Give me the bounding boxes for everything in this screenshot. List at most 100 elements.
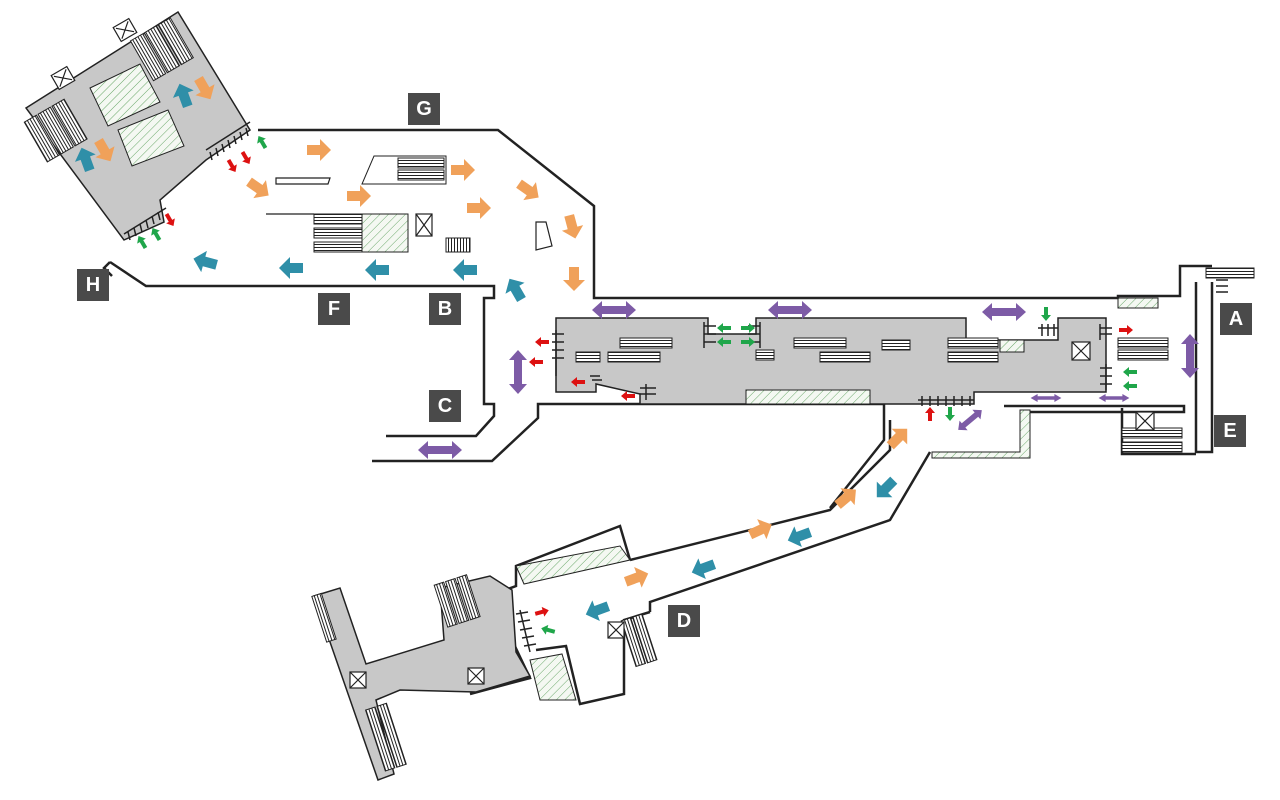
exit-gate-arrow-icon [240,150,251,165]
flow-arrow-icon [886,428,908,450]
turnstile-icon [1099,324,1112,340]
entry-gate-arrow-icon [151,227,162,242]
elevator-icon [1135,411,1155,431]
flow-arrow-icon [74,147,96,173]
exit-gate-arrow-icon [621,391,635,401]
elevator-icon [415,213,433,237]
entry-gate-arrow-icon [257,135,268,150]
flow-arrow-icon [623,566,649,588]
flow-arrow-icon [516,179,539,201]
flow-arrow-icon [585,600,611,622]
corridor-outlines [102,128,1214,706]
exit-h-label: H [77,269,109,301]
exit-g-label: G [408,93,440,125]
turnstile-icon [205,121,251,161]
flow-arrow-icon [246,177,269,199]
entry-gate-arrow-icon [137,235,148,250]
escalator-icon [376,702,407,768]
turnstile-icon [515,609,537,653]
exit-e-label: E [1214,415,1246,447]
flow-arrow-icon [365,259,389,281]
entry-gate-arrow-icon [945,407,955,421]
flow-arrow-icon [561,214,584,239]
flow-arrow-icon [453,259,477,281]
exit-gate-arrow-icon [925,407,935,421]
exit-gate-arrow-icon [529,357,543,367]
exit-d-label: D [668,605,700,637]
turnstile-icon [590,375,602,381]
gate-arrows-green [137,135,1137,635]
flow-arrow-icon [876,476,898,498]
escalator-icon [947,351,999,363]
flow-arrow-icon [194,75,215,100]
entry-gate-arrow-icon [541,624,556,635]
exit-gate-arrow-icon [164,212,175,227]
escalator-icon [456,574,481,621]
escalator-icon [755,349,775,361]
bidirectional-arrow-icon [509,350,527,394]
flow-arrow-icon [505,278,526,303]
escalator-icon [313,213,363,225]
escalator-icon [631,613,658,664]
turnstile-icon [640,384,656,400]
entry-gate-arrow-icon [741,323,755,333]
escalator-icon [313,241,363,253]
lower-platform [313,575,532,781]
turnstile-icon [123,207,167,241]
flow-arrow-icon [279,257,303,279]
ancillary-rooms [89,63,1159,701]
escalator-icon [51,98,88,147]
bidirectional-arrow-icon [1098,393,1130,403]
escalator-icon [313,227,363,239]
escalator-icon [1205,267,1255,279]
escalator-icon [819,351,871,363]
flow-arrow-icon [563,267,585,291]
flow-arrow-icon [451,159,475,181]
escalator-icon [157,17,195,66]
escalator-icon [620,617,647,668]
exit-gate-arrow-icon [226,158,237,173]
escalator-icon [1117,337,1169,349]
escalator-icon [444,577,470,625]
turnstile-icon [918,396,974,406]
exit-gate-arrow-icon [535,337,549,347]
flow-arrows-purple [418,301,1199,459]
bidirectional-arrow-icon [958,409,982,431]
escalators [23,17,1255,772]
bidirectional-arrow-icon [982,303,1026,321]
bidirectional-arrow-icon [768,301,812,319]
escalator-icon [397,157,445,169]
exit-c-label: C [429,390,461,422]
flow-arrows-orange [94,75,908,588]
stairs-icon [445,237,471,253]
elevator-icon [349,671,367,689]
escalator-icon [129,33,167,82]
elevator-icon [467,667,485,685]
escalator-icon [575,351,601,363]
flow-arrow-icon [94,137,115,162]
flow-arrow-icon [691,558,717,580]
flow-arrow-icon [347,185,371,207]
escalator-icon [433,581,458,628]
turnstile-icon [703,322,716,348]
escalator-icon [1117,349,1169,361]
bidirectional-arrow-icon [1030,393,1062,403]
bidirectional-arrow-icon [1181,334,1199,378]
entry-gate-arrow-icon [1041,307,1051,321]
flow-arrow-icon [467,197,491,219]
exit-f-label: F [318,293,350,325]
exit-gate-arrow-icon [534,606,549,617]
flow-arrow-icon [834,488,856,509]
escalator-icon [364,706,396,772]
exit-a-label: A [1220,303,1252,335]
escalator-icon [23,114,61,163]
exit-gate-arrow-icon [1119,325,1133,335]
turnstile-icon [1216,279,1228,293]
flow-arrow-icon [307,139,331,161]
escalator-icon [311,592,337,643]
turnstile-icon [1100,364,1112,390]
flow-arrow-icon [193,250,218,273]
elevator-icon [112,17,138,43]
bidirectional-arrow-icon [592,301,636,319]
